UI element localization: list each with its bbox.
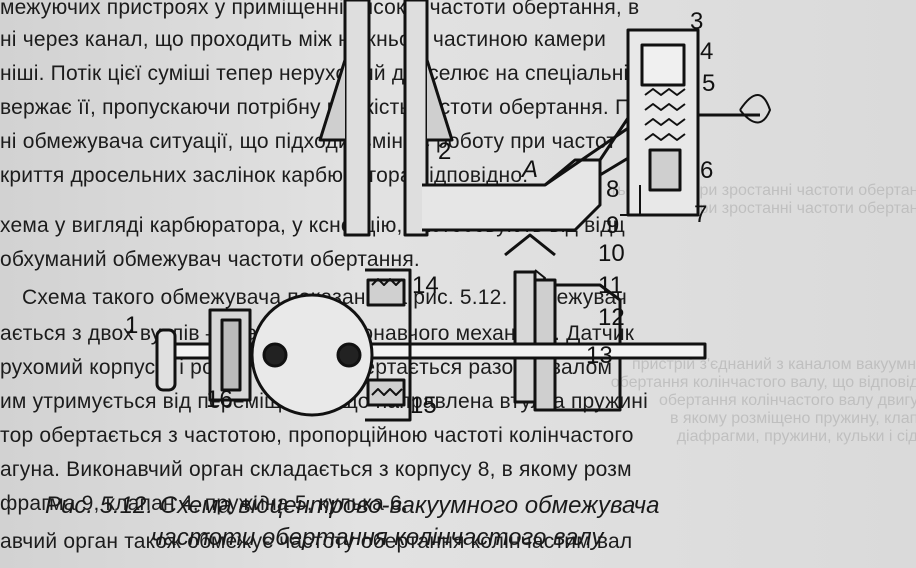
callout-6: 6 (700, 157, 714, 184)
body-line: ніші. Потік цієї суміші тепер нерухомий … (0, 62, 641, 85)
callout-4: 4 (700, 38, 714, 65)
shaft-assembly (155, 268, 707, 422)
callout-9: 9 (606, 212, 620, 239)
housing-a (422, 99, 642, 232)
callout-10: 10 (598, 240, 625, 267)
callout-11: 11 (598, 272, 623, 299)
figure-caption-line1: Рис. 5.12. Схема відцентрово-вакуумного … (45, 492, 660, 519)
body-line: вержає її, пропускаючи потрібну кількіст… (0, 96, 648, 119)
actuator (620, 28, 771, 217)
callout-16: 16 (206, 386, 233, 413)
callout-3: 3 (690, 8, 704, 35)
body-line: агуна. Виконавчий орган складається з ко… (0, 458, 632, 481)
callout-14: 14 (412, 272, 439, 299)
ghost-line: пристрій з'єднаний з каналом вакуумним (631, 356, 916, 373)
callout-12: 12 (598, 304, 625, 331)
body-line: тор обертається з частотою, пропорційною… (0, 424, 634, 447)
body-line: межуючих пристроях у приміщенні високої … (0, 0, 640, 19)
body-line: авчий орган також обмежує частоту оберта… (0, 530, 633, 553)
callout-2: 2 (438, 138, 452, 165)
body-line: обхуманий обмежувач частоти обертання. (0, 248, 420, 271)
body-line: ні через канал, що проходить між нижньою… (0, 28, 607, 51)
callout-5: 5 (702, 70, 716, 97)
body-line: фрагма 9, клапан 4, пружина 5, кулька 6, (0, 492, 408, 515)
figure-caption-line2: частоти обертання колінчастого валу (151, 524, 604, 551)
callout-8: 8 (606, 176, 620, 203)
ghost-line: вається при зростанні частоти обертання (628, 200, 916, 217)
callout-15: 15 (410, 392, 437, 419)
carburetor-barrel (318, 0, 454, 237)
ghost-line: обертання колінчастого валу двигуна (658, 392, 916, 409)
callout-13: 13 (586, 342, 613, 369)
ghost-line: діафрагми, пружини, кульки і сідла (676, 428, 916, 445)
callout-a: A (522, 156, 539, 183)
body-line: ні обмежувача ситуації, що підходи, змін… (0, 130, 617, 153)
diaphragm-assembly (504, 233, 622, 412)
callout-1: 1 (125, 312, 139, 339)
ghost-line: обертання колінчастого валу, що відповід… (610, 374, 916, 391)
ghost-line: в якому розміщено пружину, клапан (669, 410, 916, 427)
callout-7: 7 (694, 201, 708, 228)
body-line: криття дросельних заслінок карбюратора в… (0, 164, 529, 187)
